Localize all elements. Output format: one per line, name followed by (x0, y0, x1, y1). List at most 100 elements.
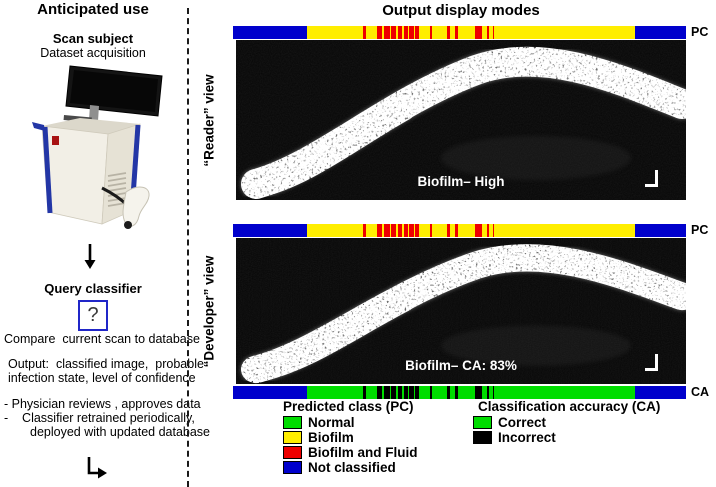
bar-segment (634, 26, 686, 39)
legend-label: Biofilm (308, 430, 354, 445)
legend-swatch (473, 416, 492, 429)
bullet-classifier-retrained: - Classifier retrained periodically, (4, 411, 195, 425)
bar-segment (474, 26, 483, 39)
bar-segment (494, 386, 635, 399)
bar-segment (450, 26, 455, 39)
loop-arrow-icon (83, 456, 109, 487)
bar-segment (447, 26, 451, 39)
bar-segment (414, 386, 416, 399)
developer-view-label: “Developer” view (201, 255, 217, 367)
legend-item: Correct (473, 415, 660, 430)
bar-segment (382, 224, 385, 237)
bar-segment (486, 224, 490, 237)
bar-segment (233, 26, 307, 39)
bar-segment (432, 26, 448, 39)
bar-segment (415, 26, 419, 39)
bar-segment (414, 224, 416, 237)
legend-label: Biofilm and Fluid (308, 445, 418, 460)
bar-segment (429, 26, 433, 39)
dataset-acquisition-label: Dataset acquisition (40, 46, 146, 60)
classification-accuracy-bar (233, 386, 686, 399)
bar-segment (458, 386, 475, 399)
dashed-divider (187, 8, 189, 487)
bar-segment (407, 26, 410, 39)
bar-segment (404, 224, 408, 237)
compare-text: Compare current scan to database (4, 332, 200, 346)
question-mark: ? (87, 304, 99, 326)
bar-segment (482, 386, 487, 399)
bar-segment (407, 224, 410, 237)
bar-segment (384, 26, 390, 39)
legend-item: Not classified (283, 460, 418, 475)
bullet-deployed-database: deployed with updated database (30, 425, 211, 439)
bar-segment (397, 224, 403, 237)
bar-segment (407, 386, 410, 399)
bar-segment (389, 386, 392, 399)
bar-segment (482, 224, 487, 237)
bar-segment (458, 224, 475, 237)
bar-segment (384, 386, 390, 399)
query-classifier-heading: Query classifier (44, 281, 142, 296)
output-text-line2: infection state, level of confidence (8, 371, 196, 385)
left-panel-title: Anticipated use (37, 1, 149, 18)
predicted-class-bar-developer (233, 224, 686, 237)
bar-segment (489, 386, 493, 399)
legend-item: Biofilm and Fluid (283, 445, 418, 460)
bar-segment (447, 224, 451, 237)
bar-segment (494, 224, 635, 237)
legend-swatch (283, 416, 302, 429)
bar-segment (366, 386, 378, 399)
scale-corner-marker (645, 354, 658, 371)
bar-segment (363, 386, 367, 399)
bar-segment (397, 26, 403, 39)
bar-segment (482, 26, 487, 39)
reader-view-label: “Reader” view (201, 73, 217, 167)
pc-label-reader: PC (691, 25, 709, 39)
bar-segment (489, 26, 493, 39)
output-text-line1: Output: classified image, probable (8, 357, 204, 371)
bar-segment (382, 386, 385, 399)
bar-segment (418, 224, 430, 237)
legend-label: Correct (498, 415, 547, 430)
bar-segment (382, 26, 385, 39)
bar-segment (402, 224, 405, 237)
legend-title: Predicted class (PC) (283, 399, 414, 414)
bar-segment (634, 386, 686, 399)
pc-label-developer: PC (691, 223, 709, 237)
reader-overlay-text: Biofilm– High (417, 174, 505, 189)
bar-segment (402, 386, 405, 399)
bar-segment (492, 224, 495, 237)
bar-segment (306, 224, 364, 237)
oct-image-reader: Biofilm– High (236, 40, 686, 200)
bar-segment (391, 224, 396, 237)
bar-segment (404, 386, 408, 399)
right-panel-title: Output display modes (382, 2, 540, 19)
bar-segment (377, 386, 383, 399)
legend-swatch (283, 446, 302, 459)
bar-segment (634, 224, 686, 237)
bar-segment (418, 386, 430, 399)
bar-segment (395, 26, 398, 39)
bar-segment (492, 26, 495, 39)
legend-swatch (473, 431, 492, 444)
legend-item: Normal (283, 415, 418, 430)
bar-segment (377, 26, 383, 39)
legend-title: Classification accuracy (CA) (478, 399, 661, 414)
bar-segment (366, 224, 378, 237)
query-classifier-box: ? (78, 300, 108, 331)
bar-segment (402, 26, 405, 39)
oct-image-developer: Biofilm– CA: 83% (236, 238, 686, 384)
bar-segment (363, 224, 367, 237)
bar-segment (447, 386, 451, 399)
bar-segment (492, 386, 495, 399)
bar-segment (486, 26, 490, 39)
bar-segment (306, 26, 364, 39)
bar-segment (429, 386, 433, 399)
legend-swatch (283, 461, 302, 474)
bar-segment (391, 26, 396, 39)
bar-segment (454, 224, 459, 237)
scan-subject-heading: Scan subject (52, 31, 134, 46)
